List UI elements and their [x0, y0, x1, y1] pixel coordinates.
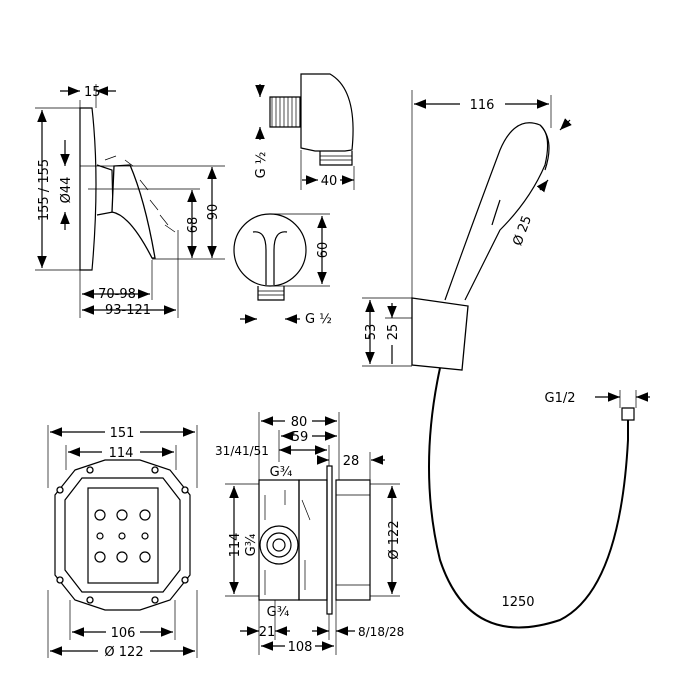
side-21-label: 21 — [259, 625, 276, 640]
holder-height-label: 53 — [364, 324, 379, 341]
box-bottom-dia-label: Ø 122 — [104, 645, 143, 660]
installation-box-side: 80 59 31/41/51 28 G¾ 114 G¾ Ø 122 G¾ 21 … — [215, 412, 404, 655]
side-108-label: 108 — [288, 640, 313, 655]
outlet-thread-front-label: G ½ — [305, 312, 332, 327]
mixer-proj2-label: 93-121 — [105, 303, 151, 318]
shower-head-dia-label: Ø 25 — [510, 214, 535, 248]
mixer-rosette-label: Ø44 — [59, 177, 74, 204]
hose-length-label: 1250 — [501, 595, 534, 610]
side-g-mid-label: G¾ — [244, 533, 259, 556]
outlet-diameter-label: 60 — [316, 242, 331, 259]
mixer-90-label: 90 — [206, 204, 221, 221]
installation-box-front: 151 114 106 Ø 122 — [47, 425, 198, 660]
side-114-label: 114 — [228, 533, 243, 558]
holder-inner-label: 25 — [386, 324, 401, 341]
side-g-bot-label: G¾ — [267, 605, 290, 620]
side-28-label: 28 — [343, 454, 360, 469]
hose-thread-label: G1/2 — [545, 391, 576, 406]
mixer-height-label: 155 / 155 — [37, 159, 52, 221]
side-315-label: 31/41/51 — [215, 444, 269, 458]
wall-outlet-side-view: G ½ 40 — [254, 73, 355, 190]
wall-outlet-front-view: 60 G ½ — [233, 213, 332, 327]
side-59-label: 59 — [292, 430, 309, 445]
hand-shower: 116 Ø 25 53 25 G1/2 1250 — [362, 90, 650, 629]
shower-length-label: 116 — [470, 98, 495, 113]
side-8-label: 8/18/28 — [358, 625, 404, 639]
box-inner-label: 114 — [109, 446, 134, 461]
side-80-label: 80 — [291, 415, 308, 430]
side-dia122-label: Ø 122 — [387, 520, 402, 559]
mixer-68-label: 68 — [186, 217, 201, 234]
outlet-width-label: 40 — [321, 174, 338, 189]
box-bottom-inner-label: 106 — [111, 626, 136, 641]
mixer-side-view: 15 155 / 155 Ø44 68 90 70-98 93-121 — [35, 84, 225, 318]
side-g-top-label: G¾ — [270, 465, 293, 480]
mixer-depth-label: 15 — [84, 85, 101, 100]
mixer-proj1-label: 70-98 — [98, 287, 136, 302]
outlet-thread-side-label: G ½ — [254, 152, 269, 179]
box-outer-label: 151 — [110, 426, 135, 441]
